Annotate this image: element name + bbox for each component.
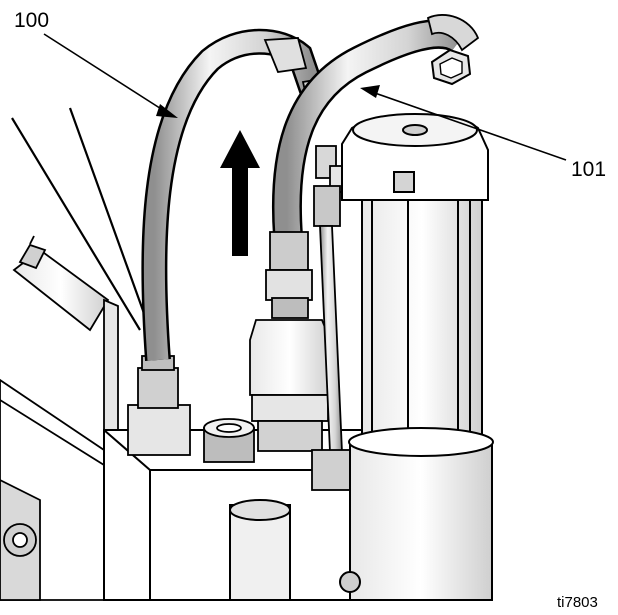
frame-rods: [11, 107, 152, 331]
callout-label-100: 100: [14, 9, 50, 32]
figure-id: ti7803: [557, 594, 598, 611]
pump-cylinder: [339, 113, 494, 601]
hose-100-base-fitting: [127, 355, 191, 456]
side-cartridge: [12, 235, 110, 332]
fill-cap: [203, 418, 255, 463]
callout-label-101: 101: [571, 158, 607, 181]
upward-arrow: [220, 130, 260, 256]
center-coupling: [249, 231, 331, 452]
callout-leaders: [43, 33, 567, 161]
hose-101: [271, 14, 480, 238]
frame-base: [0, 298, 119, 601]
